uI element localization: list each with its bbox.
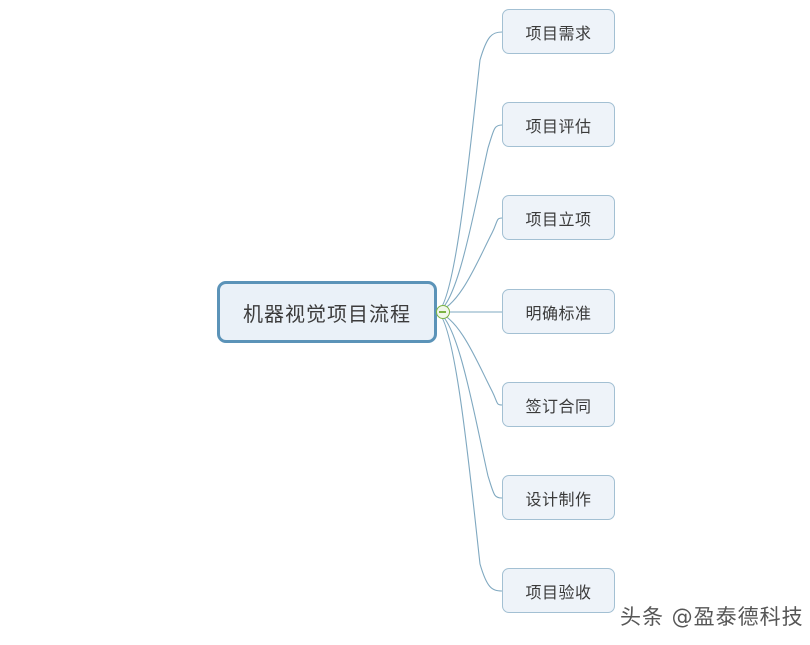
child-node-label: 签订合同 — [525, 396, 592, 416]
child-node-label: 项目验收 — [525, 582, 592, 602]
connector-to-签订合同 — [436, 311, 503, 406]
child-node-label: 项目评估 — [525, 116, 592, 136]
child-node-2[interactable]: 项目评估 — [502, 102, 615, 147]
child-node-label: 设计制作 — [525, 489, 592, 509]
child-node-label: 项目需求 — [525, 23, 592, 43]
connector-to-项目立项 — [436, 217, 503, 313]
child-node-3[interactable]: 项目立项 — [502, 195, 615, 240]
connector-to-项目验收 — [436, 311, 503, 592]
child-node-label: 项目立项 — [525, 209, 592, 229]
minus-bar — [439, 311, 446, 313]
watermark-text: 头条 @盈泰德科技 — [620, 605, 804, 629]
child-node-label: 明确标准 — [525, 303, 592, 323]
child-node-4[interactable]: 明确标准 — [502, 289, 615, 334]
root-node-label: 机器视觉项目流程 — [243, 301, 411, 326]
child-node-1[interactable]: 项目需求 — [502, 9, 615, 54]
collapse-minus-icon[interactable] — [436, 305, 450, 319]
connector-to-项目评估 — [436, 124, 503, 313]
child-node-7[interactable]: 项目验收 — [502, 568, 615, 613]
connector-to-项目需求 — [436, 31, 503, 313]
connector-to-设计制作 — [436, 311, 503, 499]
root-node[interactable]: 机器视觉项目流程 — [217, 281, 437, 343]
child-node-5[interactable]: 签订合同 — [502, 382, 615, 427]
child-node-6[interactable]: 设计制作 — [502, 475, 615, 520]
